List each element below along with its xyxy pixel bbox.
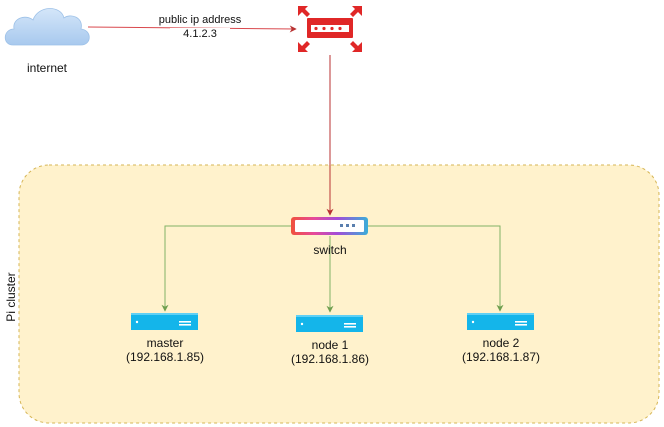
cluster-label: Pi cluster — [4, 272, 18, 322]
node-name-node2: node 2 — [482, 336, 520, 350]
switch-label: switch — [313, 243, 347, 257]
edge-switch-node2 — [368, 225, 504, 312]
node-ip-node2: (192.168.1.87) — [461, 350, 541, 364]
wan-link-label-line2: 4.1.2.3 — [170, 28, 230, 41]
switch-icon — [291, 217, 368, 235]
server-icon-master — [131, 313, 198, 330]
internet-label: internet — [26, 61, 68, 75]
server-icon-node2 — [467, 313, 534, 330]
node-name-node1: node 1 — [311, 338, 349, 352]
node-ip-node1: (192.168.1.86) — [290, 352, 370, 366]
wan-link-label-line1: public ip address — [145, 14, 255, 27]
node-ip-master: (192.168.1.85) — [125, 350, 205, 364]
cloud-icon — [4, 8, 90, 46]
server-icon-node1 — [296, 315, 363, 332]
router-icon — [298, 6, 362, 52]
node-name-master: master — [146, 336, 184, 350]
edge-switch-master — [161, 225, 292, 312]
cluster-group — [18, 164, 660, 424]
